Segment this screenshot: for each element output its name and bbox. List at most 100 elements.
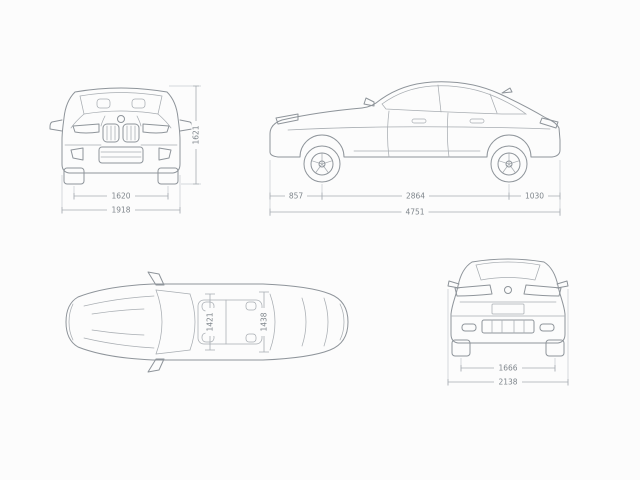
dim-track-label-bg — [107, 191, 135, 201]
front-kidney-grille — [102, 123, 140, 143]
dim-rear-interior-bg — [259, 308, 269, 336]
dim-rear-track-bg — [494, 363, 522, 373]
side-antenna-fin — [501, 87, 513, 94]
dim-rear-width-bg — [494, 377, 522, 387]
side-c-pillar — [489, 93, 498, 114]
hood-center-right — [136, 115, 142, 127]
dim-front-height: 1621 — [192, 125, 201, 144]
side-headlight — [275, 113, 299, 125]
top-windshield-top — [189, 293, 196, 351]
rear-tire-left — [451, 339, 471, 357]
front-tire-right — [157, 167, 179, 185]
dim-rear-overhang: 1030 — [525, 192, 544, 201]
front-windshield — [79, 92, 163, 115]
front-headrest-left — [96, 98, 111, 109]
rear-license-plate — [491, 303, 525, 315]
dim-height-label-bg — [191, 121, 201, 149]
side-body-outline — [269, 81, 561, 158]
rear-taillight-left — [454, 284, 493, 297]
top-view: 1421 1438 — [65, 271, 349, 373]
dim-rear-track: 1666 — [498, 364, 517, 373]
side-door-handle-front — [411, 118, 427, 124]
grille-right — [122, 123, 140, 143]
rear-mirror-right — [556, 280, 569, 289]
dim-front-track: 1620 — [111, 192, 130, 201]
rear-window — [475, 261, 541, 281]
front-tire — [303, 145, 341, 183]
front-hood-lines — [70, 113, 172, 129]
side-glasshouse — [381, 85, 528, 115]
dim-rear-interior-width: 1438 — [260, 312, 269, 331]
front-body-outline — [61, 87, 181, 174]
bumper-intake-slats — [100, 151, 142, 158]
top-mirror-right — [147, 358, 165, 373]
rear-rim — [497, 152, 521, 176]
dim-overall-length: 4751 — [405, 208, 424, 217]
bumper-side-intake-left — [70, 147, 84, 161]
top-rear-window — [269, 293, 307, 351]
exhaust-right — [539, 323, 555, 332]
dim-rear-width: 2138 — [498, 378, 517, 387]
side-mirror — [363, 97, 375, 107]
grille-slats — [106, 125, 136, 141]
rear-tire — [490, 145, 528, 183]
bumper-intake — [98, 146, 144, 164]
front-mirror-right — [179, 119, 193, 132]
hood-crease-left — [70, 113, 85, 129]
dim-front-overhang-bg — [285, 191, 307, 201]
rear-taillight-right — [523, 284, 562, 297]
front-car-drawing — [49, 87, 193, 185]
front-spokes — [311, 153, 333, 173]
ext-rear-width — [447, 289, 569, 386]
dim-wheelbase-bg — [402, 191, 429, 201]
rear-spokes — [498, 153, 520, 173]
front-headlight-right — [142, 123, 170, 134]
top-mirror-left — [147, 271, 165, 286]
seat-rear-right — [245, 333, 257, 343]
side-door-cutlines — [387, 110, 450, 158]
rear-car-drawing — [447, 258, 569, 357]
dim-rear-overhang-bg — [521, 191, 548, 201]
top-windshield-base — [155, 289, 163, 355]
front-tire-left — [63, 167, 85, 185]
rear-dimensions: 1666 2138 — [447, 289, 569, 387]
rear-diffuser — [461, 319, 555, 334]
side-taillight — [539, 117, 559, 129]
grille-left — [102, 123, 120, 143]
side-front-wheel — [303, 145, 341, 183]
rear-hub — [505, 160, 513, 168]
side-rear-wheel — [490, 145, 528, 183]
dim-wheelbase: 2864 — [406, 192, 425, 201]
rear-mirror-left — [447, 280, 460, 289]
ext-side — [269, 160, 561, 216]
rear-roundel-badge — [504, 286, 512, 294]
front-headrest-right — [131, 98, 146, 109]
side-character-line — [287, 126, 551, 131]
dim-front-overhang: 857 — [289, 192, 304, 201]
dim-front-width: 1918 — [111, 206, 130, 215]
top-hood-lines — [83, 295, 155, 349]
side-dimensions: 857 2864 1030 4751 — [269, 160, 561, 217]
hood-center-left — [100, 115, 106, 127]
rear-tire-right — [545, 339, 565, 357]
rear-view: 1666 2138 — [447, 258, 569, 387]
bumper-side-intake-right — [158, 147, 172, 161]
dim-front-interior-width: 1421 — [206, 312, 215, 331]
top-car-drawing — [65, 271, 349, 373]
diffuser-slats — [491, 319, 525, 334]
rear-body-outline — [450, 258, 566, 344]
dim-length-bg — [401, 207, 429, 217]
front-view: 1620 1918 1621 — [49, 85, 201, 215]
diffuser-body — [481, 319, 535, 334]
side-car-drawing — [269, 81, 561, 183]
side-door-handle-rear — [469, 118, 485, 124]
top-body-outline — [65, 283, 349, 361]
dim-width-label-bg — [107, 205, 135, 215]
top-spoiler-line — [323, 297, 329, 347]
top-dimensions: 1421 1438 — [205, 291, 269, 353]
top-a-pillars — [155, 289, 191, 355]
hood-crease-right — [157, 113, 172, 129]
side-b-pillar — [437, 84, 442, 113]
